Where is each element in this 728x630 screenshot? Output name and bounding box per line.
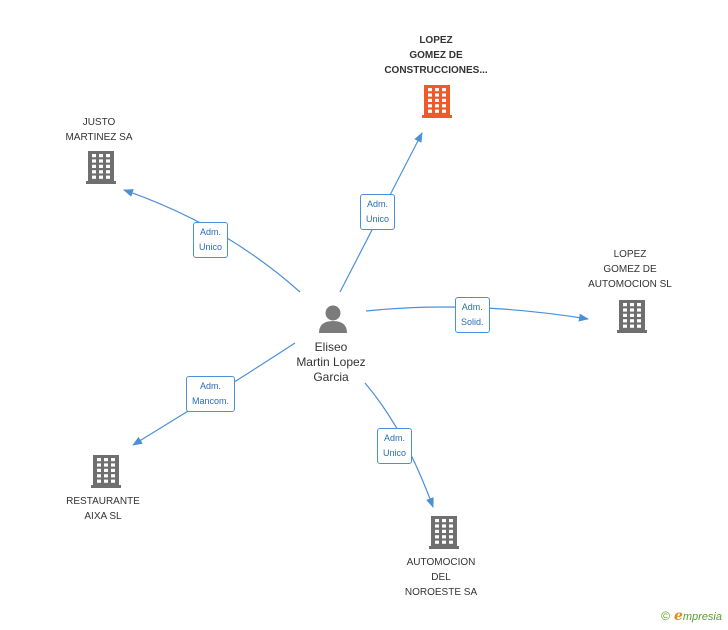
label-line: GOMEZ DE — [409, 50, 463, 61]
role-line: Adm. — [384, 433, 406, 443]
person-name-line: Garcia — [313, 370, 349, 384]
label-line: AUTOMOCION — [406, 557, 476, 568]
label-line: CONSTRUCCIONES... — [384, 65, 488, 76]
person-name-line: Eliseo — [314, 340, 348, 354]
building-icon[interactable] — [86, 151, 116, 184]
building-icon[interactable] — [429, 516, 459, 549]
role-badge: Adm. Solid. — [455, 297, 490, 333]
label-line: AIXA SL — [84, 511, 122, 522]
label-line: AUTOMOCION SL — [588, 279, 672, 290]
person-name-line: Martin Lopez — [296, 355, 366, 369]
label-line: MARTINEZ SA — [65, 132, 133, 143]
role-line: Unico — [383, 448, 407, 458]
label-line: RESTAURANTE — [66, 496, 140, 507]
company-label-automocion-noroeste[interactable]: AUTOMOCION DEL NOROESTE SA — [405, 555, 477, 600]
label-line: LOPEZ — [419, 35, 453, 46]
role-line: Solid. — [461, 317, 484, 327]
role-badge: Adm. Unico — [377, 428, 413, 464]
person-icon[interactable] — [319, 305, 347, 334]
company-label-justo-martinez[interactable]: JUSTO MARTINEZ SA — [65, 115, 132, 145]
label-line: JUSTO — [82, 117, 116, 128]
company-label-lopez-gomez-automocion[interactable]: LOPEZ GOMEZ DE AUTOMOCION SL — [588, 247, 672, 292]
role-badge: Adm. Mancom. — [186, 376, 236, 412]
label-line: DEL — [431, 572, 451, 583]
company-label-lopez-gomez-construcciones[interactable]: LOPEZ GOMEZ DE CONSTRUCCIONES... — [384, 33, 487, 78]
building-icon[interactable] — [91, 455, 121, 488]
role-line: Adm. — [200, 381, 222, 391]
brand-text: mpresia — [682, 611, 722, 623]
label-line: LOPEZ — [613, 249, 647, 260]
label-line: NOROESTE SA — [404, 587, 478, 598]
role-badge: Adm. Unico — [193, 222, 229, 258]
role-line: Unico — [199, 242, 223, 252]
building-icon[interactable] — [617, 300, 647, 333]
role-line: Unico — [366, 214, 390, 224]
company-label-restaurante-aixa[interactable]: RESTAURANTE AIXA SL — [66, 494, 140, 524]
role-badge: Adm. Unico — [360, 194, 396, 230]
role-line: Mancom. — [192, 396, 230, 406]
brand-letter: e — [673, 608, 683, 624]
empresia-logo[interactable]: © empresia — [661, 608, 722, 624]
copyright-icon: © — [661, 609, 670, 623]
label-line: GOMEZ DE — [603, 264, 657, 275]
person-label[interactable]: Eliseo Martin Lopez Garcia — [296, 340, 365, 385]
building-icon[interactable] — [422, 85, 452, 118]
role-line: Adm. — [200, 227, 222, 237]
role-line: Adm. — [461, 302, 483, 312]
role-line: Adm. — [367, 199, 389, 209]
